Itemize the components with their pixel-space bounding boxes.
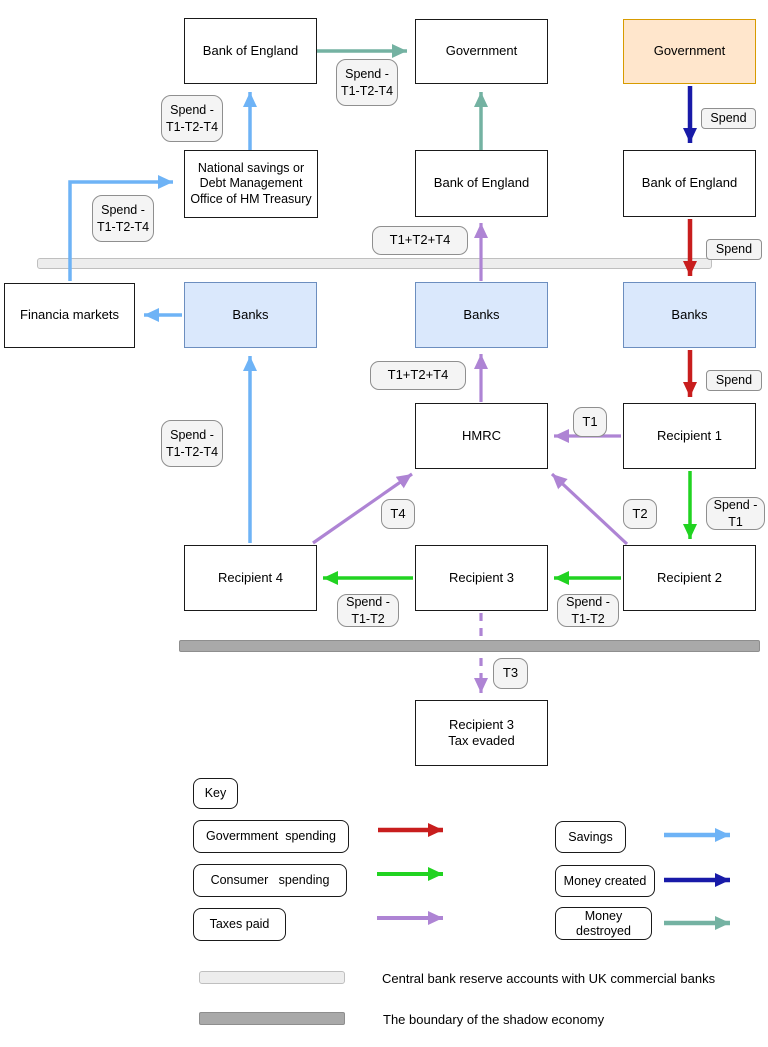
edge-label-spend-t124-rec4: Spend - T1-T2-T4	[161, 420, 223, 467]
edge-label-spend-t1: Spend - T1	[706, 497, 765, 530]
node-bank-of-england-right: Bank of England	[623, 150, 756, 217]
legend-shadow-bar-swatch	[199, 1012, 345, 1025]
node-recipient-1: Recipient 1	[623, 403, 756, 469]
edge-label-spend-navy: Spend	[701, 108, 756, 129]
legend-reserve-bar-label: Central bank reserve accounts with UK co…	[382, 971, 716, 986]
edge-label-spend-red-1: Spend	[706, 239, 762, 260]
node-national-savings: National savings or Debt Management Offi…	[184, 150, 318, 218]
legend-reserve-bar-swatch	[199, 971, 345, 984]
arrow-tax-rec4-to-hmrc	[312, 472, 413, 545]
arrow-tax-rec2-to-hmrc	[550, 472, 629, 546]
node-bank-of-england-top: Bank of England	[184, 18, 317, 84]
node-government-right: Government	[623, 19, 756, 84]
legend-item-taxes-paid: Taxes paid	[193, 908, 286, 941]
legend-shadow-bar-label: The boundary of the shadow economy	[383, 1012, 605, 1027]
node-recipient-3-tax-evaded: Recipient 3 Tax evaded	[415, 700, 548, 766]
edge-label-spend-t124-top: Spend - T1-T2-T4	[336, 59, 398, 106]
node-banks-left: Banks	[184, 282, 317, 348]
edge-label-spend-t1t2-left: Spend - T1-T2	[337, 594, 399, 627]
node-bank-of-england-mid: Bank of England	[415, 150, 548, 217]
legend-key-box: Key	[193, 778, 238, 809]
edge-label-spend-t124-natsav: Spend - T1-T2-T4	[161, 95, 223, 142]
legend-item-consumer-spending: Consumer spending	[193, 864, 347, 897]
edge-label-spend-t1t2-right: Spend - T1-T2	[557, 594, 619, 627]
legend-item-money-created: Money created	[555, 865, 655, 897]
edge-label-t1: T1	[573, 407, 607, 437]
node-banks-mid: Banks	[415, 282, 548, 348]
legend-item-savings: Savings	[555, 821, 626, 853]
shadow-economy-boundary-bar	[179, 640, 760, 652]
edge-label-t4: T4	[381, 499, 415, 529]
node-financial-markets: Financia markets	[4, 283, 135, 348]
edge-label-t3: T3	[493, 658, 528, 689]
edge-label-t1t2t4-mid: T1+T2+T4	[370, 361, 466, 390]
legend-item-government-spending: Govermment spending	[193, 820, 349, 853]
arrow-savings-finmkt-to-natsav	[68, 175, 173, 281]
edge-label-spend-red-2: Spend	[706, 370, 762, 391]
node-recipient-3: Recipient 3	[415, 545, 548, 611]
node-government-mid: Government	[415, 19, 548, 84]
node-hmrc: HMRC	[415, 403, 548, 469]
edge-label-spend-t124-finmkt: Spend - T1-T2-T4	[92, 195, 154, 242]
legend-item-money-destroyed: Money destroyed	[555, 907, 652, 940]
edge-label-t2: T2	[623, 499, 657, 529]
node-recipient-4: Recipient 4	[184, 545, 317, 611]
node-banks-right: Banks	[623, 282, 756, 348]
central-bank-reserve-bar	[37, 258, 712, 269]
node-recipient-2: Recipient 2	[623, 545, 756, 611]
edge-label-t1t2t4-top: T1+T2+T4	[372, 226, 468, 255]
